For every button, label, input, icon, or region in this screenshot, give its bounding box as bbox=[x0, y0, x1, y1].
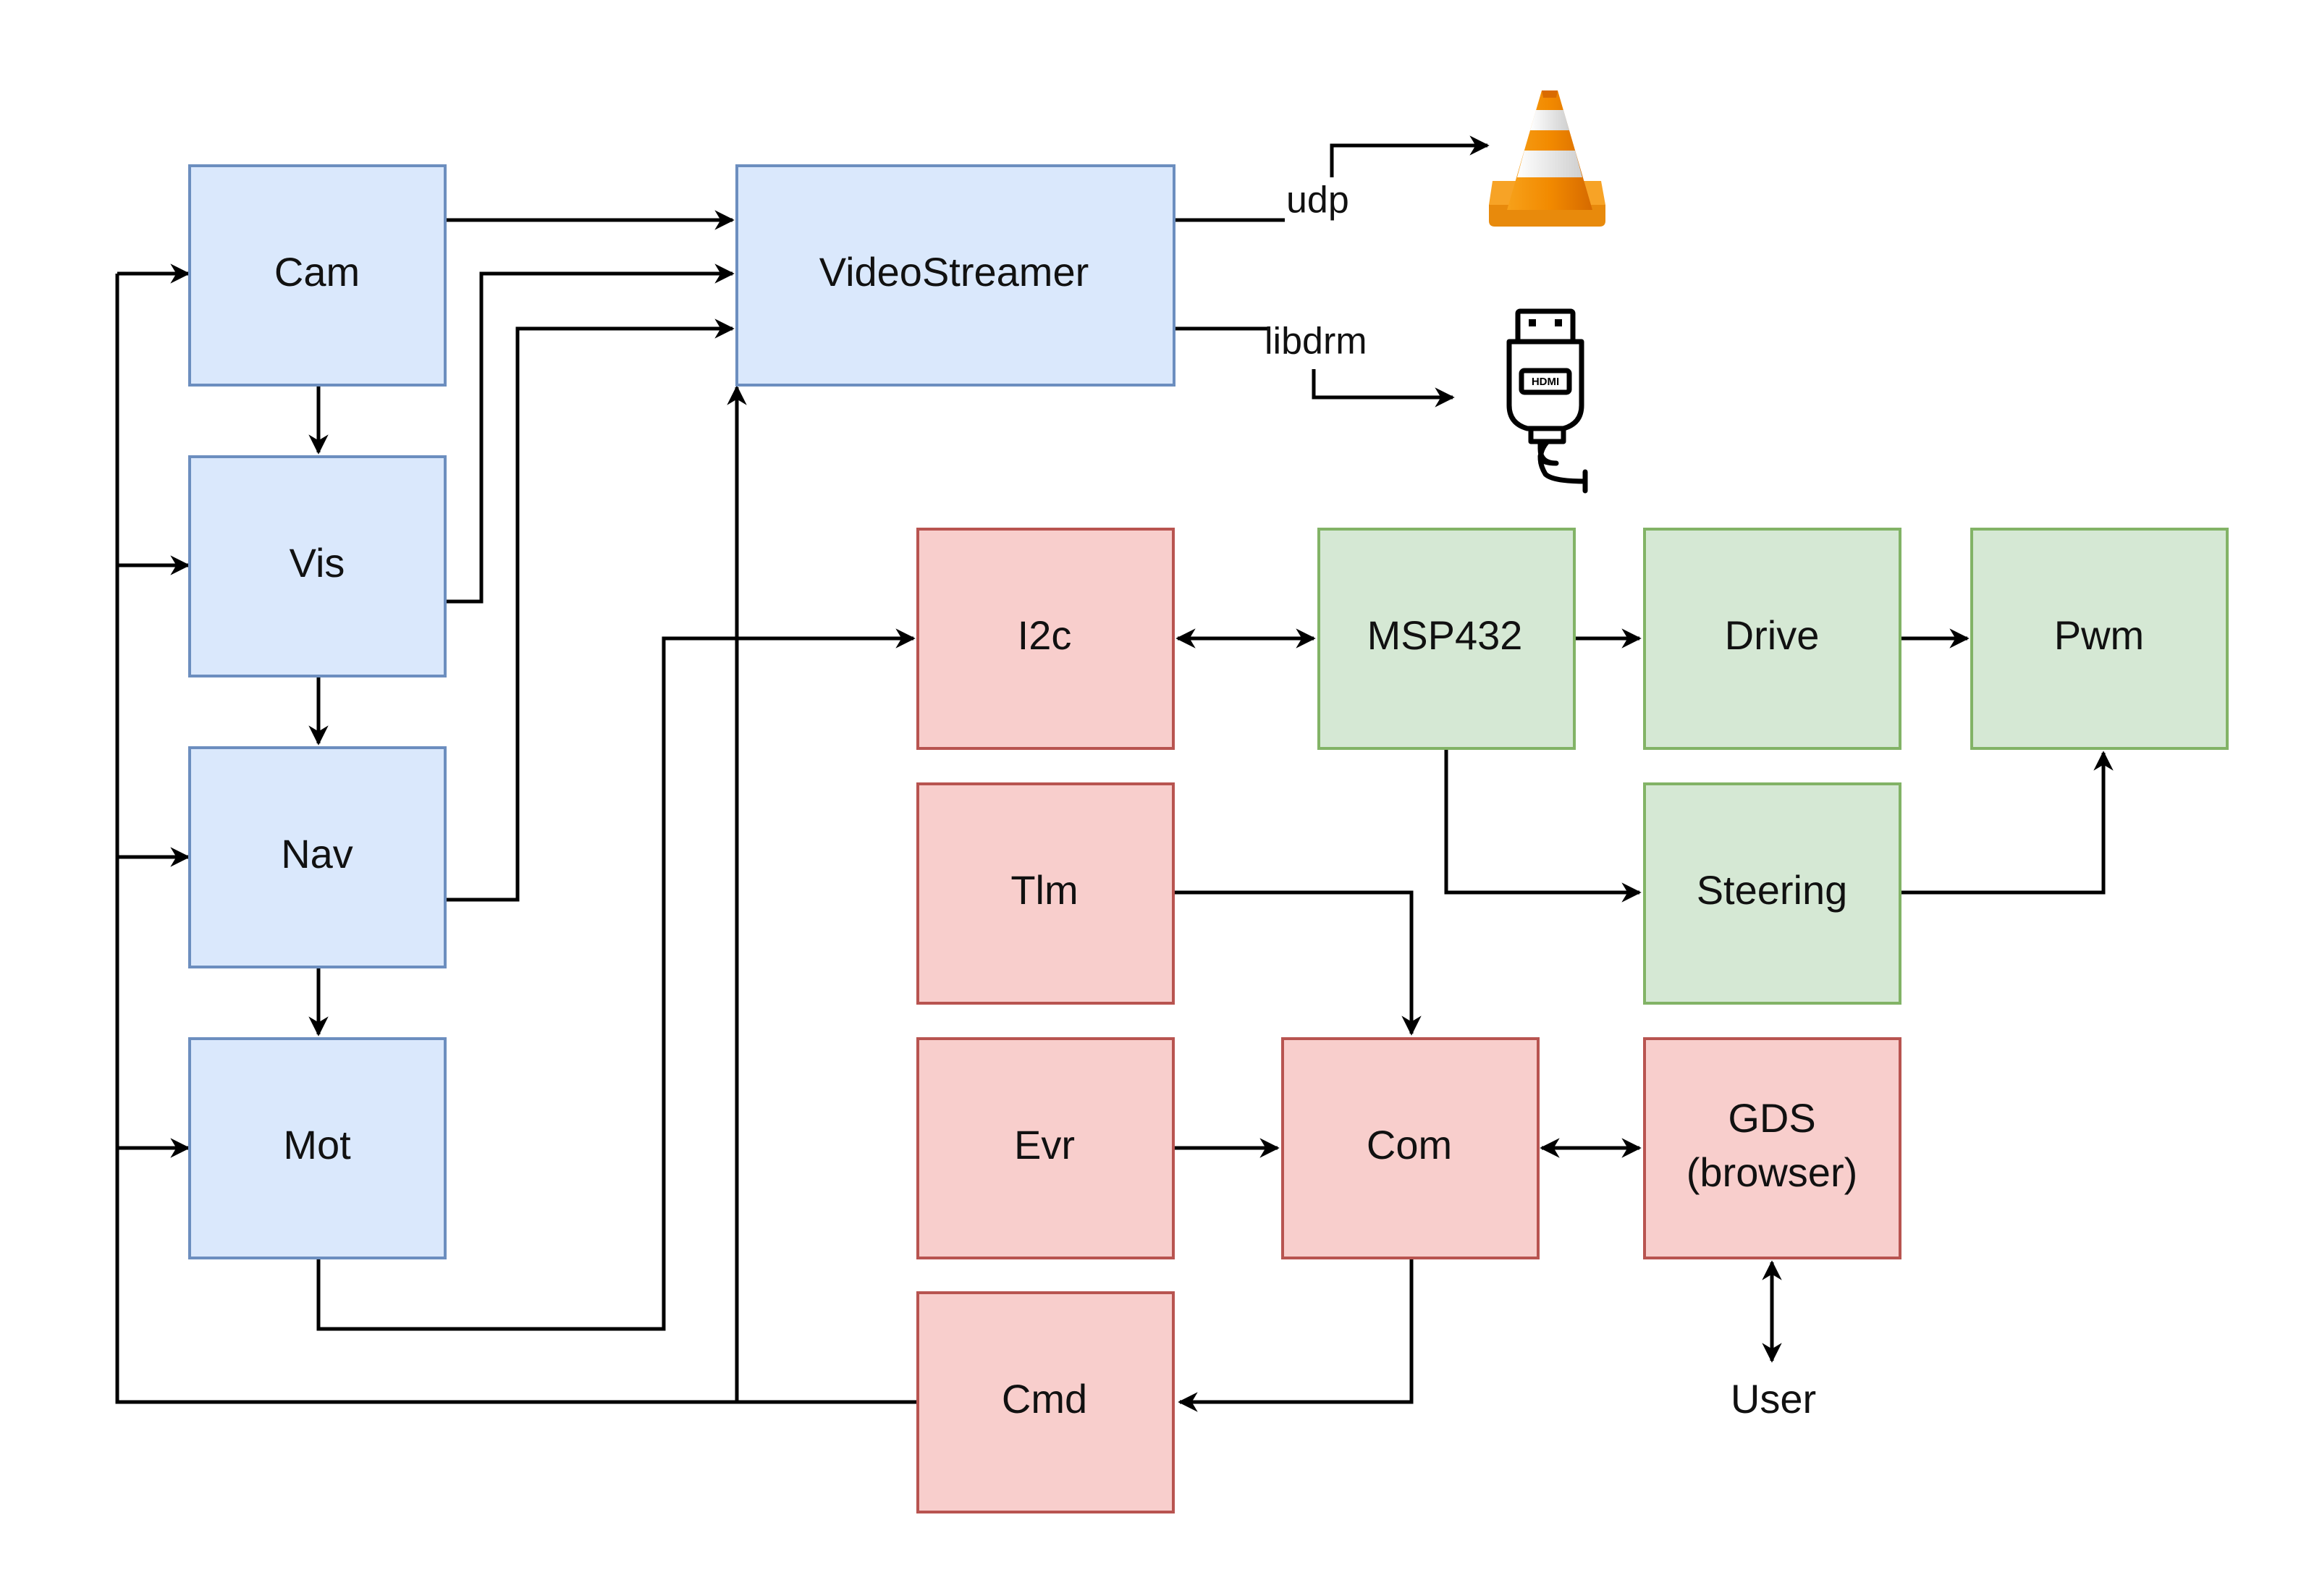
node-drive[interactable]: Drive bbox=[1643, 528, 1901, 750]
edge-msp432-steering bbox=[1444, 748, 1642, 903]
node-pwm[interactable]: Pwm bbox=[1970, 528, 2229, 750]
node-vis-label: Vis bbox=[290, 540, 345, 586]
node-cmd[interactable]: Cmd bbox=[916, 1291, 1175, 1513]
node-steering[interactable]: Steering bbox=[1643, 782, 1901, 1005]
node-drive-label: Drive bbox=[1725, 612, 1820, 658]
node-vis[interactable]: Vis bbox=[188, 455, 447, 677]
node-gds-label-line2: (browser) bbox=[1687, 1149, 1857, 1195]
edge-tlm-com bbox=[1175, 890, 1422, 1036]
hdmi-icon-text: HDMI bbox=[1532, 376, 1559, 388]
node-com[interactable]: Com bbox=[1281, 1037, 1540, 1259]
edge-udp-vlc bbox=[1174, 145, 1487, 222]
vlc-cone-icon bbox=[1489, 90, 1605, 227]
node-msp432[interactable]: MSP432 bbox=[1317, 528, 1576, 750]
node-evr-label: Evr bbox=[1014, 1122, 1075, 1168]
node-cmd-label: Cmd bbox=[1002, 1376, 1087, 1422]
node-mot[interactable]: Mot bbox=[188, 1037, 447, 1259]
edge-label-udp: udp bbox=[1286, 180, 1349, 221]
edge-steering-pwm bbox=[1901, 751, 2114, 895]
node-cam[interactable]: Cam bbox=[188, 164, 447, 387]
node-evr[interactable]: Evr bbox=[916, 1037, 1175, 1259]
node-com-label: Com bbox=[1367, 1122, 1452, 1168]
edge-label-libdrm: libdrm bbox=[1265, 321, 1367, 363]
node-videostreamer[interactable]: VideoStreamer bbox=[735, 164, 1175, 387]
node-mot-label: Mot bbox=[283, 1122, 351, 1168]
node-cam-label: Cam bbox=[274, 249, 360, 295]
edge-com-cmd bbox=[1178, 1258, 1414, 1412]
node-pwm-label: Pwm bbox=[2054, 612, 2144, 658]
node-nav-label: Nav bbox=[281, 831, 353, 877]
node-gds[interactable]: GDS (browser) bbox=[1643, 1037, 1901, 1259]
node-i2c-label: I2c bbox=[1018, 612, 1072, 658]
node-tlm-label: Tlm bbox=[1010, 867, 1078, 913]
node-tlm[interactable]: Tlm bbox=[916, 782, 1175, 1005]
edge-libdrm-hdmi bbox=[1174, 326, 1453, 397]
edge-mot-i2c bbox=[316, 628, 916, 1331]
user-label: User bbox=[1731, 1376, 1816, 1422]
edge-nav-videostreamer bbox=[445, 318, 735, 902]
node-videostreamer-label: VideoStreamer bbox=[819, 249, 1089, 295]
node-steering-label: Steering bbox=[1697, 867, 1848, 913]
hdmi-plug-icon: HDMI bbox=[1506, 308, 1588, 494]
node-gds-label-line1: GDS bbox=[1728, 1095, 1815, 1141]
edges bbox=[115, 145, 2114, 1412]
node-msp432-label: MSP432 bbox=[1367, 612, 1523, 658]
node-nav[interactable]: Nav bbox=[188, 746, 447, 968]
node-i2c[interactable]: I2c bbox=[916, 528, 1175, 750]
edge-cmd-bus bbox=[115, 274, 919, 1404]
edge-vis-videostreamer bbox=[445, 263, 735, 604]
